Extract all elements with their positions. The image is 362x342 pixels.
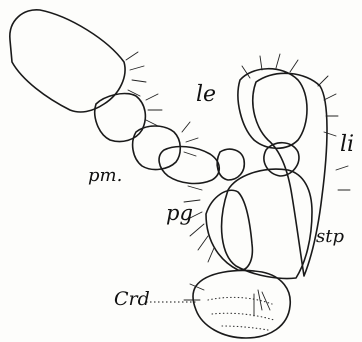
label-palpus-maxillaris: pm. <box>88 167 122 185</box>
label-palpiger: pg <box>166 203 193 224</box>
label-stipes: stp <box>316 228 344 246</box>
palpifer-knob <box>217 149 244 180</box>
label-lobus-internus: li <box>340 134 354 156</box>
galea <box>238 69 307 149</box>
cardo-stipple <box>208 297 274 330</box>
palp-segment-3 <box>95 94 146 142</box>
cardo <box>193 271 290 338</box>
label-cardo: Crd <box>114 290 150 309</box>
stipes <box>222 169 312 278</box>
palp-segment-1 <box>159 147 219 184</box>
label-lobus-externus: le <box>196 84 216 106</box>
